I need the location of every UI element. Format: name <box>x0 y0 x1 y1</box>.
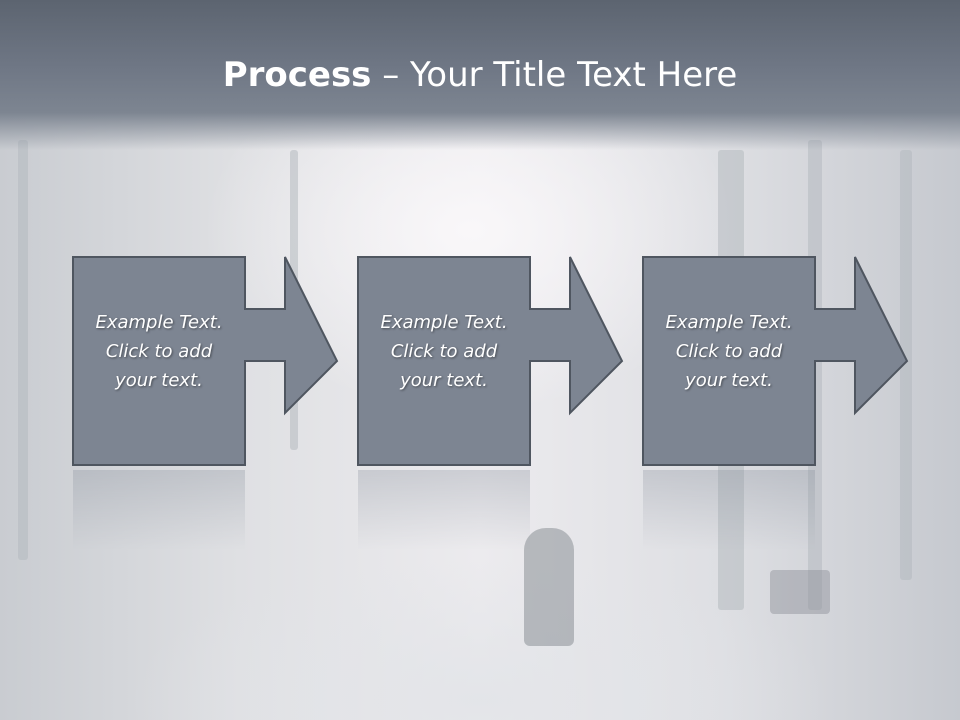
step-text[interactable]: Example Text. Click to add your text. <box>380 312 508 391</box>
title-band <box>0 0 960 150</box>
title-bold-text: Process <box>222 55 372 95</box>
process-step-1[interactable]: Example Text. Click to add your text. <box>72 256 342 468</box>
park-bench <box>770 570 830 614</box>
step-text[interactable]: Example Text. Click to add your text. <box>95 312 223 391</box>
background-tree <box>18 140 28 560</box>
arrow-right-icon <box>642 256 909 466</box>
step-reflection <box>642 470 912 550</box>
background-tree <box>900 150 912 580</box>
arrow-right-icon <box>72 256 339 466</box>
step-reflection <box>72 470 342 550</box>
slide-title[interactable]: Process – Your Title Text Here <box>0 52 960 98</box>
process-step-3[interactable]: Example Text. Click to add your text. <box>642 256 912 468</box>
title-rest-text: – Your Title Text Here <box>371 55 738 95</box>
step-text[interactable]: Example Text. Click to add your text. <box>665 312 793 391</box>
process-step-2[interactable]: Example Text. Click to add your text. <box>357 256 627 468</box>
walking-person <box>524 528 574 646</box>
step-reflection <box>357 470 627 550</box>
arrow-right-icon <box>357 256 624 466</box>
